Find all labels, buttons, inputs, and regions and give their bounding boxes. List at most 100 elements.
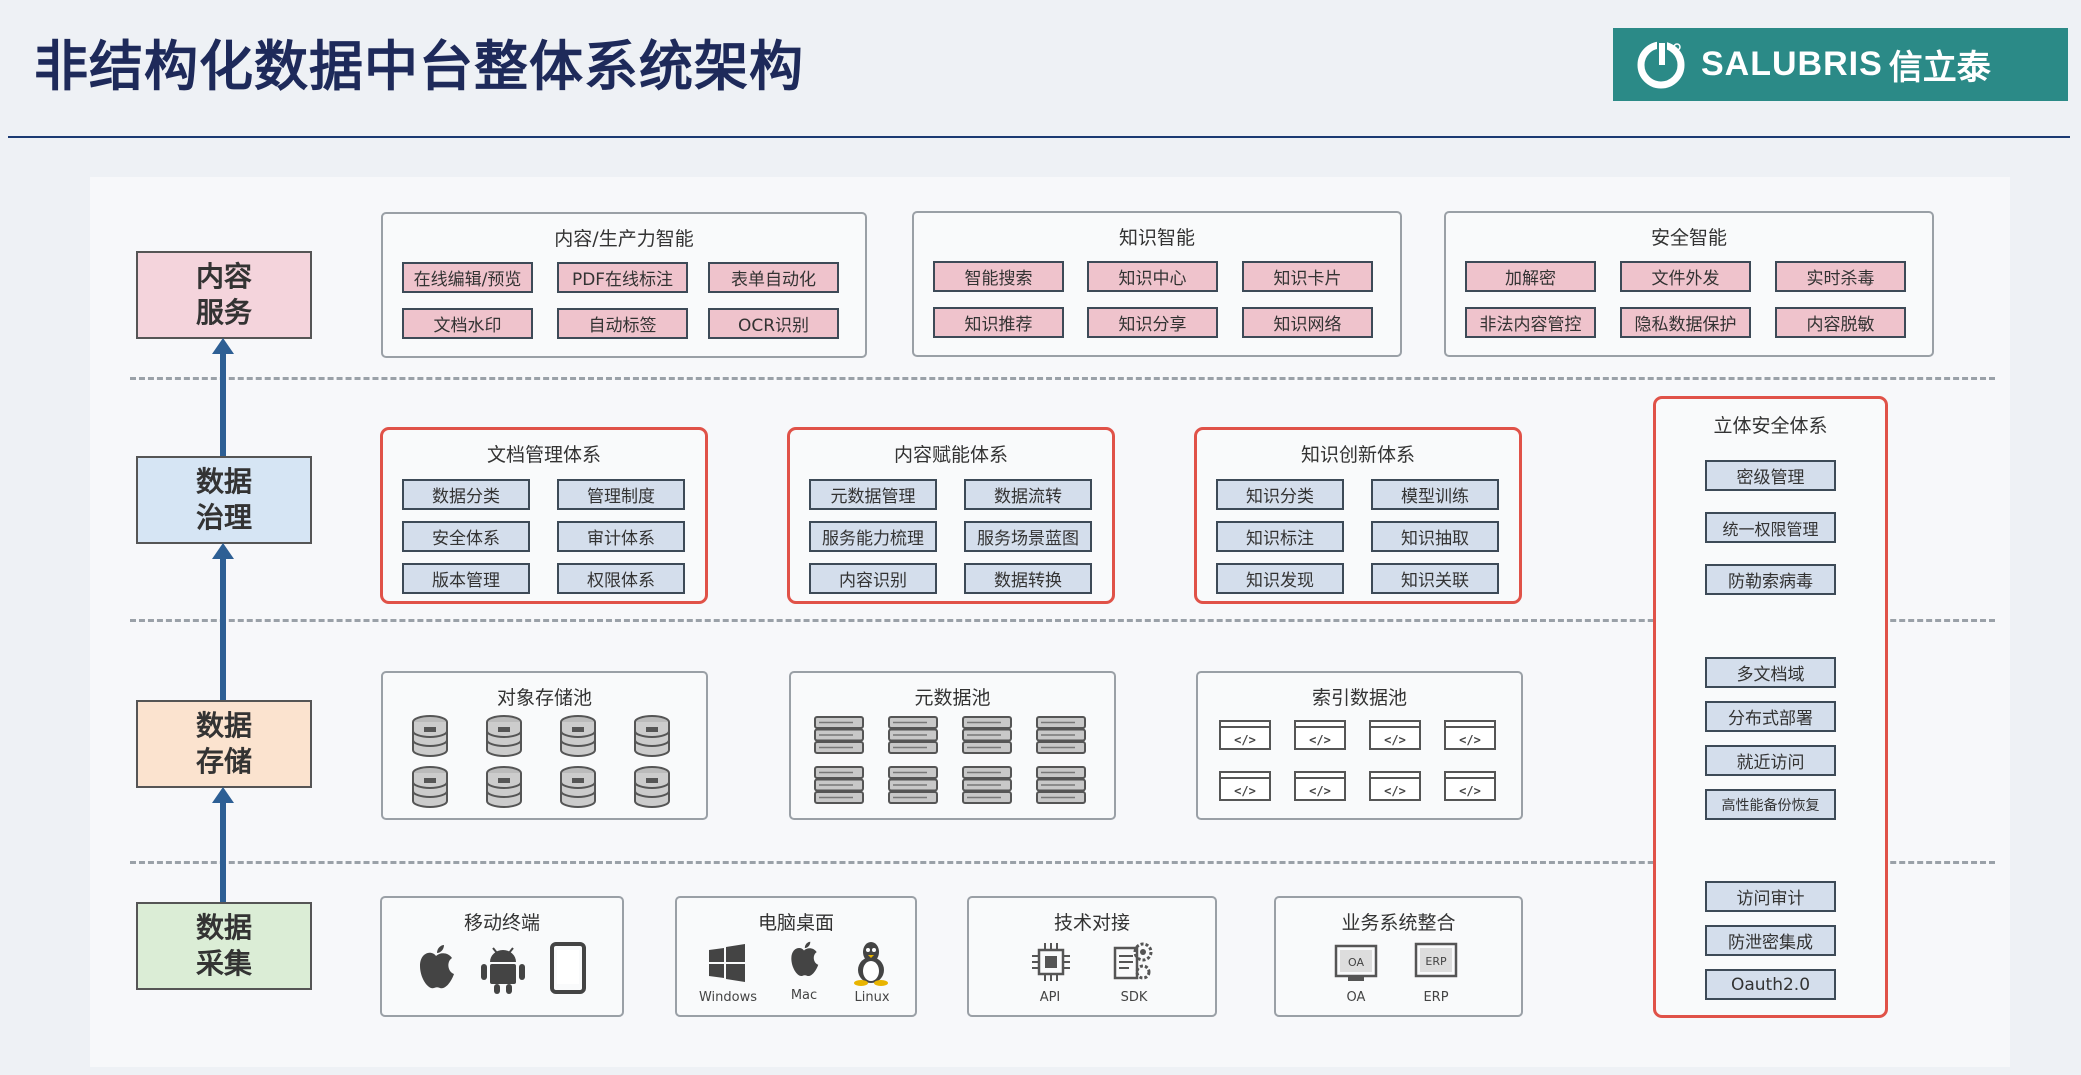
feature-tag[interactable]: 安全体系 bbox=[402, 521, 530, 552]
logo-brand: SALUBRIS bbox=[1701, 45, 1883, 83]
layer-label-line1: 数据 bbox=[195, 709, 252, 742]
feature-tag[interactable]: 文件外发 bbox=[1620, 261, 1751, 292]
feature-tag[interactable]: 非法内容管控 bbox=[1465, 307, 1596, 338]
header-divider bbox=[8, 136, 2070, 138]
collection-group-business: 业务系统整合 OA ERP OA ERP bbox=[1274, 896, 1523, 1017]
code-tag-icon: </> bbox=[1293, 719, 1347, 755]
flow-arrow bbox=[220, 801, 226, 902]
feature-tag[interactable]: 模型训练 bbox=[1371, 479, 1499, 510]
code-tag-icon: </> bbox=[1443, 719, 1497, 755]
server-icon bbox=[813, 715, 865, 759]
group-title: 技术对接 bbox=[1053, 912, 1130, 934]
storage-pool-object: 对象存储池 bbox=[381, 671, 708, 820]
service-group-knowledge: 知识智能 智能搜索 知识中心 知识卡片 知识推荐 知识分享 知识网络 bbox=[912, 211, 1402, 357]
oa-icon-text: OA bbox=[1348, 956, 1364, 969]
layer-divider bbox=[130, 619, 1995, 622]
os-label: Windows bbox=[698, 990, 758, 1005]
feature-tag[interactable]: 实时杀毒 bbox=[1775, 261, 1906, 292]
svg-text:</>: </> bbox=[1234, 784, 1256, 798]
collection-group-tech: 技术对接 API SDK bbox=[967, 896, 1217, 1017]
group-title: 移动终端 bbox=[463, 912, 540, 934]
feature-tag[interactable]: 服务能力梳理 bbox=[809, 521, 937, 552]
feature-tag[interactable]: 文档水印 bbox=[402, 308, 533, 339]
feature-tag[interactable]: 审计体系 bbox=[557, 521, 685, 552]
server-icon bbox=[961, 715, 1013, 759]
tablet-icon bbox=[550, 942, 586, 994]
feature-tag[interactable]: 数据转换 bbox=[964, 563, 1092, 594]
database-icon bbox=[555, 764, 601, 814]
feature-tag[interactable]: 知识网络 bbox=[1242, 307, 1373, 338]
group-title: 文档管理体系 bbox=[486, 444, 601, 466]
page-title: 非结构化数据中台整体系统架构 bbox=[34, 35, 804, 98]
feature-tag[interactable]: 表单自动化 bbox=[708, 262, 839, 293]
feature-tag[interactable]: 在线编辑/预览 bbox=[402, 262, 533, 293]
tech-label: API bbox=[1039, 990, 1061, 1005]
storage-pool-metadata: 元数据池 bbox=[789, 671, 1116, 820]
feature-tag[interactable]: 知识关联 bbox=[1371, 563, 1499, 594]
security-tag[interactable]: 访问审计 bbox=[1705, 881, 1836, 912]
security-tag[interactable]: Oauth2.0 bbox=[1705, 969, 1836, 1000]
feature-tag[interactable]: 知识分类 bbox=[1216, 479, 1344, 510]
database-icon bbox=[407, 713, 453, 763]
group-title: 内容赋能体系 bbox=[893, 444, 1008, 466]
security-tag[interactable]: 密级管理 bbox=[1705, 460, 1836, 491]
svg-text:</>: </> bbox=[1234, 733, 1256, 747]
server-icon bbox=[961, 765, 1013, 809]
feature-tag[interactable]: 权限体系 bbox=[557, 563, 685, 594]
security-system-panel: 立体安全体系 密级管理 统一权限管理 防勒索病毒 多文档域 分布式部署 就近访问… bbox=[1653, 396, 1888, 1018]
erp-icon: ERP bbox=[1414, 942, 1458, 978]
security-tag[interactable]: 多文档域 bbox=[1705, 657, 1836, 688]
group-title: 立体安全体系 bbox=[1713, 415, 1828, 437]
group-title: 内容/生产力智能 bbox=[554, 228, 694, 250]
layer-divider bbox=[130, 861, 1995, 864]
feature-tag[interactable]: 智能搜索 bbox=[933, 261, 1064, 292]
feature-tag[interactable]: 数据流转 bbox=[964, 479, 1092, 510]
arrow-head-icon bbox=[212, 787, 234, 803]
feature-tag[interactable]: 管理制度 bbox=[557, 479, 685, 510]
feature-tag[interactable]: OCR识别 bbox=[708, 308, 839, 339]
apple-icon bbox=[791, 941, 819, 977]
sdk-gear-icon bbox=[1113, 942, 1153, 980]
code-tag-icon: </> bbox=[1368, 770, 1422, 806]
salubris-logo-icon bbox=[1637, 40, 1685, 88]
feature-tag[interactable]: 元数据管理 bbox=[809, 479, 937, 510]
feature-tag[interactable]: 知识推荐 bbox=[933, 307, 1064, 338]
feature-tag[interactable]: PDF在线标注 bbox=[557, 262, 688, 293]
feature-tag[interactable]: 隐私数据保护 bbox=[1620, 307, 1751, 338]
database-icon bbox=[629, 713, 675, 763]
feature-tag[interactable]: 数据分类 bbox=[402, 479, 530, 510]
security-tag[interactable]: 分布式部署 bbox=[1705, 701, 1836, 732]
feature-tag[interactable]: 内容识别 bbox=[809, 563, 937, 594]
tech-label: SDK bbox=[1120, 990, 1148, 1005]
svg-text:</>: </> bbox=[1309, 733, 1331, 747]
security-tag[interactable]: 统一权限管理 bbox=[1705, 512, 1836, 543]
security-tag[interactable]: 高性能备份恢复 bbox=[1705, 789, 1836, 820]
company-logo: SALUBRIS 信立泰 bbox=[1613, 28, 2068, 101]
security-tag[interactable]: 就近访问 bbox=[1705, 745, 1836, 776]
linux-icon bbox=[854, 942, 888, 986]
feature-tag[interactable]: 服务场景蓝图 bbox=[964, 521, 1092, 552]
feature-tag[interactable]: 加解密 bbox=[1465, 261, 1596, 292]
feature-tag[interactable]: 知识卡片 bbox=[1242, 261, 1373, 292]
server-icon bbox=[887, 765, 939, 809]
feature-tag[interactable]: 知识分享 bbox=[1087, 307, 1218, 338]
svg-text:</>: </> bbox=[1459, 733, 1481, 747]
group-title: 业务系统整合 bbox=[1341, 912, 1456, 934]
feature-tag[interactable]: 知识发现 bbox=[1216, 563, 1344, 594]
layer-label-line1: 数据 bbox=[195, 465, 252, 498]
api-chip-icon bbox=[1032, 943, 1070, 981]
server-icon bbox=[1035, 765, 1087, 809]
feature-tag[interactable]: 知识标注 bbox=[1216, 521, 1344, 552]
feature-tag[interactable]: 知识中心 bbox=[1087, 261, 1218, 292]
security-tag[interactable]: 防泄密集成 bbox=[1705, 925, 1836, 956]
feature-tag[interactable]: 版本管理 bbox=[402, 563, 530, 594]
collection-group-desktop: 电脑桌面 Windows Mac Linux bbox=[675, 896, 917, 1017]
system-label: OA bbox=[1346, 990, 1366, 1005]
security-tag[interactable]: 防勒索病毒 bbox=[1705, 564, 1836, 595]
flow-arrow bbox=[220, 557, 226, 700]
flow-arrow bbox=[220, 352, 226, 456]
feature-tag[interactable]: 知识抽取 bbox=[1371, 521, 1499, 552]
server-icon bbox=[813, 765, 865, 809]
feature-tag[interactable]: 自动标签 bbox=[557, 308, 688, 339]
feature-tag[interactable]: 内容脱敏 bbox=[1775, 307, 1906, 338]
